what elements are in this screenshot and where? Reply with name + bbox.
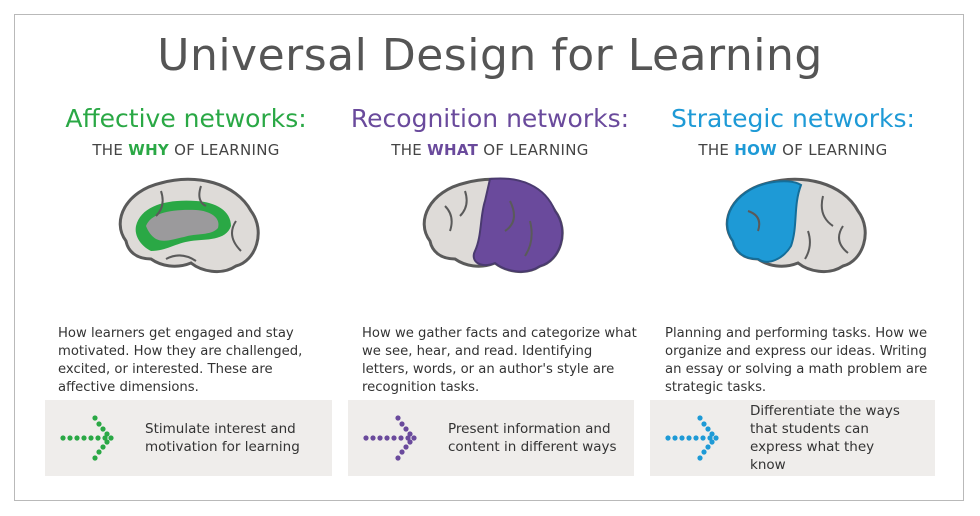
action-text: Differentiate the ways that students can…: [750, 403, 900, 473]
brain-frontal-icon: [725, 177, 867, 274]
column-description: How we gather facts and categorize what …: [362, 326, 637, 395]
dotted-arrow-icon: [665, 415, 719, 461]
brain-posterior-icon: [422, 177, 564, 274]
column-subheading: THE WHAT OF LEARNING: [391, 141, 589, 159]
page-title: Universal Design for Learning: [157, 30, 823, 81]
infographic-frame: [14, 14, 964, 501]
column-subheading: THE WHY OF LEARNING: [92, 141, 280, 159]
action-box-strategic: Differentiate the ways that students can…: [650, 400, 935, 476]
column-description: Planning and performing tasks. How we or…: [665, 326, 928, 395]
brain-limbic-icon: [118, 177, 260, 274]
action-text: Stimulate interest and motivation for le…: [145, 421, 300, 455]
column-heading: Recognition networks:: [350, 104, 630, 133]
action-box-affective: Stimulate interest and motivation for le…: [45, 400, 332, 476]
action-box-recognition: Present information and content in diffe…: [348, 400, 634, 476]
column-subheading: THE HOW OF LEARNING: [698, 141, 888, 159]
column-heading: Affective networks:: [65, 104, 307, 133]
dotted-arrow-icon: [363, 415, 417, 461]
column-strategic: Strategic networks: THE HOW OF LEARNING …: [643, 100, 943, 397]
column-description: How learners get engaged and stay motiva…: [58, 326, 303, 395]
column-recognition: Recognition networks: THE WHAT OF LEARNI…: [340, 100, 640, 397]
dotted-arrow-icon: [60, 415, 114, 461]
column-affective: Affective networks: THE WHY OF LEARNING …: [36, 100, 336, 397]
column-heading: Strategic networks:: [671, 104, 915, 133]
action-text: Present information and content in diffe…: [448, 421, 617, 455]
